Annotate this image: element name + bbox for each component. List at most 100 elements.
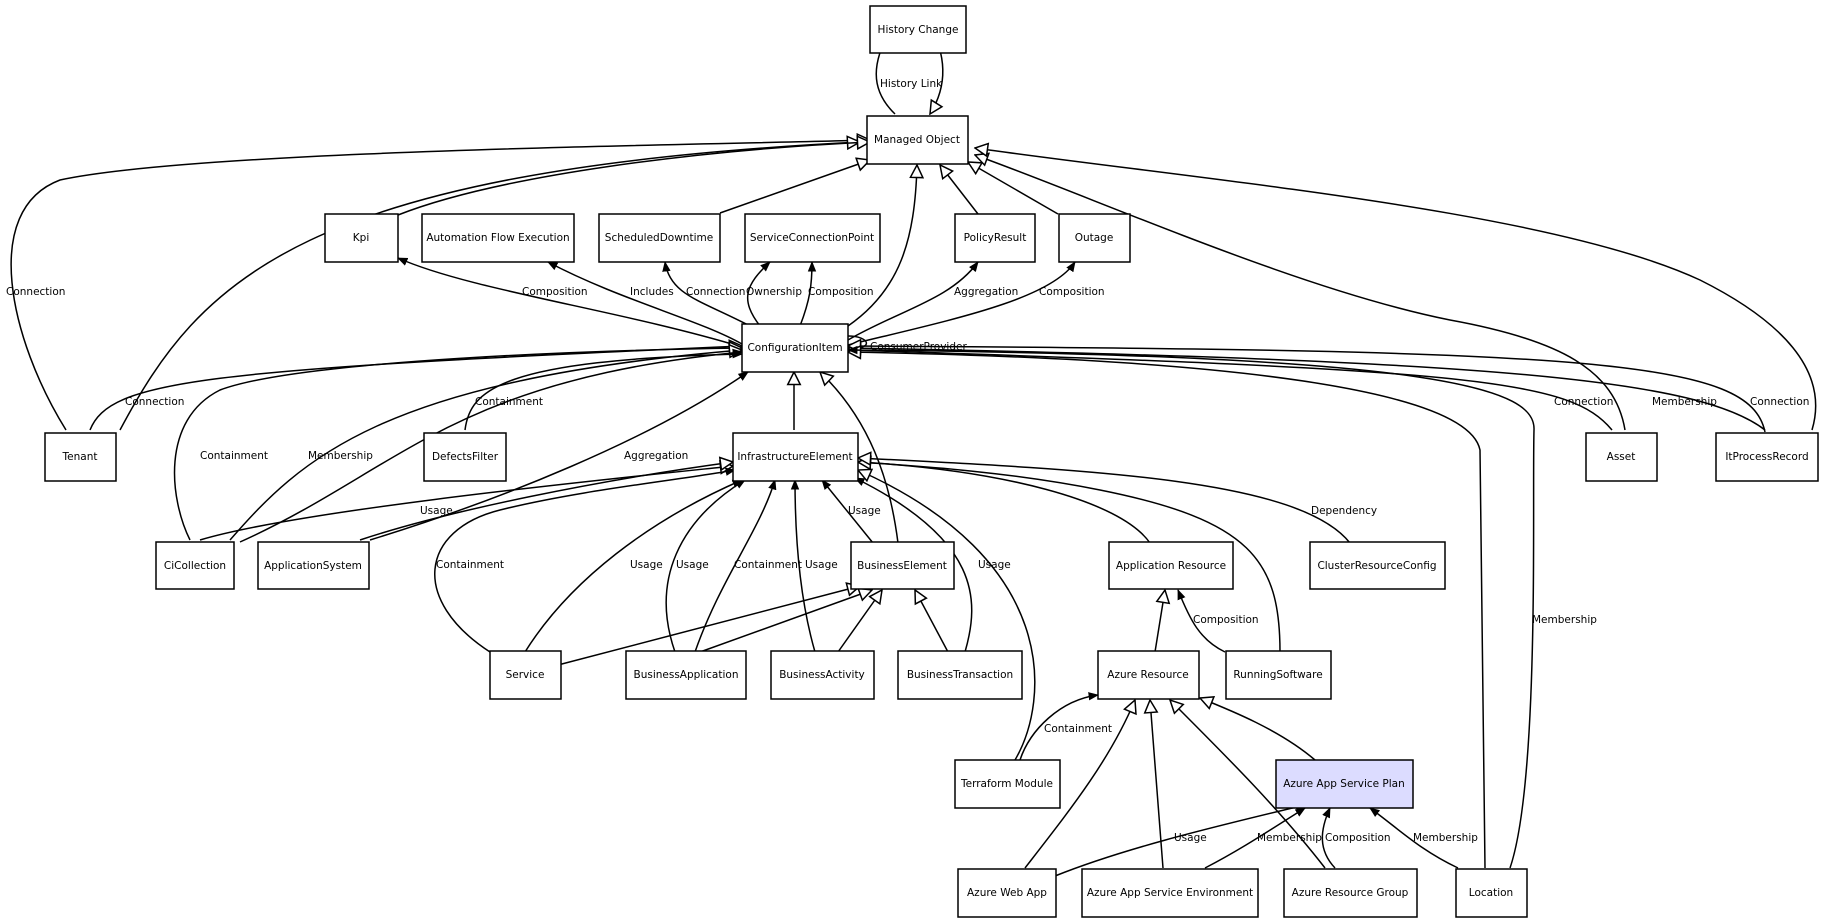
edge-runningsw-ie xyxy=(858,462,1281,653)
node-label: Azure Resource xyxy=(1107,669,1188,681)
edge-outage-mo xyxy=(968,162,1059,215)
node-label: BusinessTransaction xyxy=(907,669,1013,681)
node-label: Azure App Service Plan xyxy=(1283,778,1405,790)
node-business-activity[interactable]: BusinessActivity xyxy=(770,650,875,700)
node-label: BusinessApplication xyxy=(634,669,739,681)
label-tenant-mo-connection: Connection xyxy=(6,286,65,298)
node-label: ServiceConnectionPoint xyxy=(750,232,874,244)
label-itpr-ci-membership: Membership xyxy=(1652,396,1717,408)
label-bizapp-ie-usage: Usage xyxy=(676,559,709,571)
label-cicollection-ci-containment: Containment xyxy=(200,450,268,462)
node-label: ScheduledDowntime xyxy=(605,232,713,244)
edge-location-plan-membership xyxy=(1369,807,1459,869)
node-label: Terraform Module xyxy=(960,778,1053,790)
node-label: Service xyxy=(506,669,545,681)
edge-asset-mo xyxy=(975,155,1626,431)
node-label: Azure Resource Group xyxy=(1292,887,1409,899)
node-label: PolicyResult xyxy=(964,232,1027,244)
node-kpi[interactable]: Kpi xyxy=(324,213,399,263)
edge-ci-outage-composition xyxy=(847,261,1076,346)
node-configuration-item[interactable]: ConfigurationItem xyxy=(741,323,849,373)
label-asset-ci-connection: Connection xyxy=(1554,396,1613,408)
node-running-software[interactable]: RunningSoftware xyxy=(1225,650,1332,700)
node-label: Azure App Service Environment xyxy=(1087,887,1253,899)
edge-ase-azres xyxy=(1150,700,1164,869)
node-service-connection-point[interactable]: ServiceConnectionPoint xyxy=(744,213,881,263)
node-cluster-resource-config[interactable]: ClusterResourceConfig xyxy=(1309,541,1446,590)
label-ci-self-consumer-provider: ConsumerProvider xyxy=(870,341,967,353)
label-service-ie-usage: Usage xyxy=(630,559,663,571)
edge-service-be xyxy=(557,586,860,666)
edge-be-ci xyxy=(820,372,899,544)
edge-ci-kpi-composition xyxy=(397,257,743,348)
label-location-ci-membership: Membership xyxy=(1532,614,1597,626)
node-azure-app-service-plan[interactable]: Azure App Service Plan xyxy=(1275,759,1414,809)
node-label: Asset xyxy=(1607,451,1636,463)
label-ci-sd-connection: Connection xyxy=(686,286,745,298)
label-biztransaction-ie-usage: Usage xyxy=(978,559,1011,571)
node-location[interactable]: Location xyxy=(1455,868,1528,918)
node-label: ItProcessRecord xyxy=(1725,451,1808,463)
edge-itpr-ci-membership xyxy=(848,348,1766,431)
edge-biztransaction-be xyxy=(915,590,949,653)
edge-clusterconfig-ie-dependency xyxy=(858,458,1351,544)
node-application-system[interactable]: ApplicationSystem xyxy=(257,541,370,590)
node-azure-app-service-environment[interactable]: Azure App Service Environment xyxy=(1081,868,1259,918)
node-asset[interactable]: Asset xyxy=(1585,432,1658,482)
node-infrastructure-element[interactable]: InfrastructureElement xyxy=(732,432,859,482)
node-label: CiCollection xyxy=(164,560,226,572)
node-service[interactable]: Service xyxy=(489,650,562,700)
edge-ci-sd-connection xyxy=(662,260,751,327)
node-outage[interactable]: Outage xyxy=(1058,213,1131,263)
label-clusterconfig-ie-dependency: Dependency xyxy=(1311,505,1377,517)
label-itpr-ci-connection: Connection xyxy=(1750,396,1809,408)
node-tenant[interactable]: Tenant xyxy=(44,432,117,482)
edge-bizapp-be xyxy=(699,590,872,653)
node-label: Azure Web App xyxy=(967,887,1047,899)
node-managed-object[interactable]: Managed Object xyxy=(866,115,969,165)
node-terraform-module[interactable]: Terraform Module xyxy=(954,759,1061,809)
node-label: Managed Object xyxy=(874,134,960,146)
edge-appsystem-ie xyxy=(359,462,733,541)
label-webapp-plan-usage: Usage xyxy=(1174,832,1207,844)
edge-kpi-mo xyxy=(397,142,870,216)
node-business-application[interactable]: BusinessApplication xyxy=(625,650,747,700)
node-ci-collection[interactable]: CiCollection xyxy=(155,541,235,590)
edge-pr-mo xyxy=(940,165,979,215)
node-azure-resource-group[interactable]: Azure Resource Group xyxy=(1283,868,1418,918)
node-azure-web-app[interactable]: Azure Web App xyxy=(957,868,1057,918)
node-azure-resource[interactable]: Azure Resource xyxy=(1097,650,1200,700)
node-label: Outage xyxy=(1075,232,1114,244)
node-label: BusinessActivity xyxy=(779,669,865,681)
node-policy-result[interactable]: PolicyResult xyxy=(954,213,1036,263)
node-it-process-record[interactable]: ItProcessRecord xyxy=(1715,432,1819,482)
node-defects-filter[interactable]: DefectsFilter xyxy=(423,432,507,482)
label-ci-afe-includes: Includes xyxy=(630,286,674,298)
node-label: History Change xyxy=(878,24,959,36)
label-ci-outage-composition: Composition xyxy=(1039,286,1105,298)
edge-ase-plan-membership xyxy=(1204,807,1306,869)
edge-plan-azres xyxy=(1200,698,1316,761)
edge-ci-afe-includes xyxy=(547,261,743,345)
node-label: RunningSoftware xyxy=(1233,669,1322,681)
label-runningsoftware-appres-composition: Composition xyxy=(1193,614,1259,626)
node-application-resource[interactable]: Application Resource xyxy=(1108,541,1234,590)
edges xyxy=(10,21,1817,877)
label-terraform-azres-containment: Containment xyxy=(1044,723,1112,735)
edge-webapp-plan-usage xyxy=(1054,803,1307,877)
node-label: ConfigurationItem xyxy=(747,342,842,354)
node-business-transaction[interactable]: BusinessTransaction xyxy=(897,650,1023,700)
node-history-change[interactable]: History Change xyxy=(869,5,967,54)
label-cicollection-ci-membership: Membership xyxy=(308,450,373,462)
edge-cicoll-ie-usage xyxy=(199,466,733,541)
node-business-element[interactable]: BusinessElement xyxy=(850,541,955,590)
node-scheduled-downtime[interactable]: ScheduledDowntime xyxy=(598,213,721,263)
node-automation-flow-execution[interactable]: Automation Flow Execution xyxy=(421,213,575,263)
edge-bizapp-ie-usage xyxy=(665,479,746,653)
nodes: History Change Managed Object Kpi Automa… xyxy=(44,5,1819,918)
edge-appsystem-ci-aggregation xyxy=(369,371,749,541)
edge-ci-scp-composition xyxy=(799,260,817,327)
edge-cicoll-ci-containment2 xyxy=(239,348,744,543)
node-label: ApplicationSystem xyxy=(264,560,362,572)
